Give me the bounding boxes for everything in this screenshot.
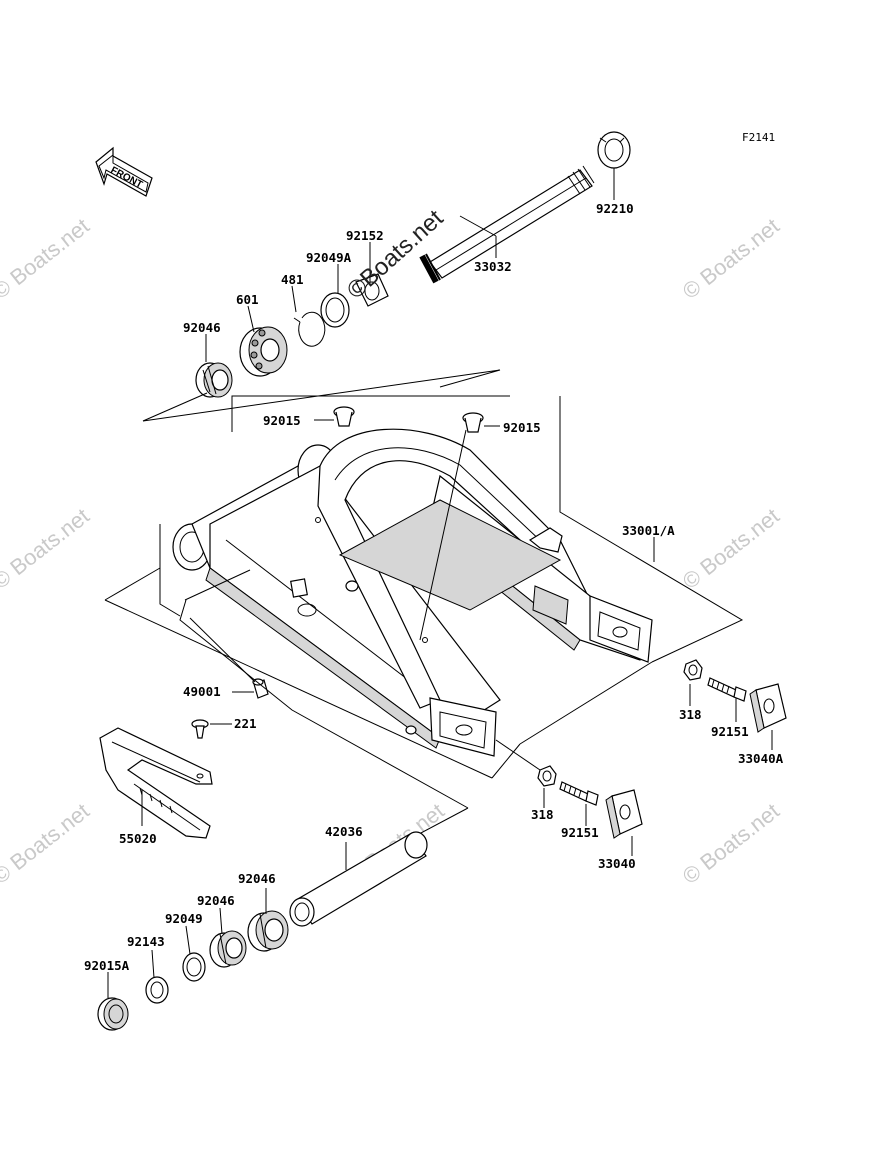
watermark: © Boats.net — [678, 503, 784, 594]
figure-ref-code: F2141 — [742, 131, 775, 144]
rear-axle-end-right — [589, 595, 653, 663]
chain-guard-part — [99, 727, 213, 839]
oil-seal-lower-part — [182, 952, 206, 982]
sleeve-part — [289, 831, 428, 927]
adjuster-block-mid-part — [605, 789, 643, 839]
front-arrow-icon: FRONT — [95, 146, 153, 197]
part-label-221: 221 — [234, 716, 257, 731]
screw-part — [191, 719, 209, 739]
ball-bearing-part — [239, 326, 288, 377]
part-label-55020: 55020 — [119, 831, 157, 846]
part-label-92046-b1: 92046 — [238, 871, 276, 886]
grease-nipple-left — [333, 406, 355, 427]
part-label-92015A: 92015A — [84, 958, 130, 973]
rear-axle-end-left — [405, 697, 497, 757]
part-label-318-mid: 318 — [531, 807, 554, 822]
grease-nipple-right — [462, 412, 484, 433]
part-label-92046-top: 92046 — [183, 320, 221, 335]
circlip-part — [293, 311, 326, 347]
part-label-92151-right: 92151 — [711, 724, 749, 739]
watermark: © Boats.net — [678, 213, 784, 304]
part-label-92210: 92210 — [596, 201, 634, 216]
part-label-92046-b2: 92046 — [197, 893, 235, 908]
needle-bearing-lower-2-part — [209, 930, 247, 968]
adjuster-block-right-part — [749, 683, 787, 733]
pivot-collar-part — [355, 273, 389, 307]
part-label-49001: 49001 — [183, 684, 221, 699]
needle-bearing-lower-1-part — [247, 910, 289, 952]
part-label-33040: 33040 — [598, 856, 636, 871]
nut-right-part — [683, 659, 703, 681]
part-label-92152: 92152 — [346, 228, 384, 243]
part-label-92151-mid: 92151 — [561, 825, 599, 840]
part-label-601: 601 — [236, 292, 259, 307]
watermark: © Boats.net — [0, 798, 94, 889]
part-label-92015-left: 92015 — [263, 413, 301, 428]
grease-fitting-part — [252, 678, 269, 699]
watermark-main: ©Boats.net — [342, 204, 449, 304]
part-label-33032: 33032 — [474, 259, 512, 274]
part-label-92049: 92049 — [165, 911, 203, 926]
collar-lower-part — [145, 976, 169, 1004]
pivot-nut-lower-part — [97, 997, 129, 1031]
part-label-33040A: 33040A — [738, 751, 784, 766]
part-label-42036: 42036 — [325, 824, 363, 839]
leader-lines — [107, 168, 773, 998]
part-label-318-right: 318 — [679, 707, 702, 722]
watermark: © Boats.net — [0, 503, 94, 594]
needle-bearing-top-part — [195, 362, 233, 398]
part-label-92015-right: 92015 — [503, 420, 541, 435]
adjuster-bolt-mid-part — [559, 781, 599, 806]
part-label-481: 481 — [281, 272, 304, 287]
part-label-33001A: 33001/A — [622, 523, 675, 538]
swing-arm-assembly — [172, 406, 653, 757]
watermark: © Boats.net — [678, 798, 784, 889]
part-label-92049A: 92049A — [306, 250, 352, 265]
pivot-shaft-part — [419, 165, 595, 284]
watermark: © Boats.net — [0, 213, 94, 304]
nut-mid-part — [537, 765, 557, 787]
adjuster-bolt-right-part — [707, 677, 747, 702]
oil-seal-part — [320, 292, 350, 328]
pivot-nut-part — [597, 131, 631, 169]
part-label-92143: 92143 — [127, 934, 165, 949]
